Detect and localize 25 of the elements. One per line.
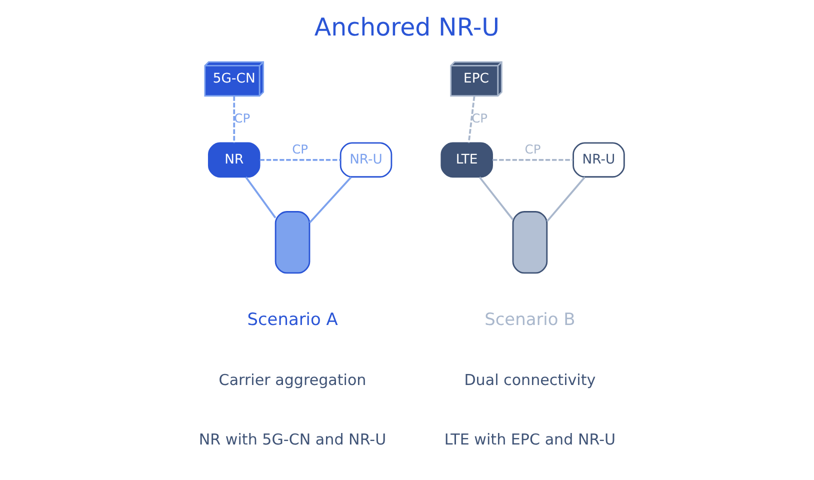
connector xyxy=(492,158,574,161)
connector xyxy=(546,176,586,222)
label: Scenario B xyxy=(484,309,576,330)
node-box: NR-U xyxy=(340,142,392,178)
label: Scenario A xyxy=(247,309,338,330)
connector xyxy=(260,158,340,161)
node-box xyxy=(512,211,548,274)
connector xyxy=(478,176,514,220)
edge-label: CP xyxy=(292,142,308,157)
connector xyxy=(468,96,476,143)
diagram-title: Anchored NR-U xyxy=(314,12,500,42)
node-box: LTE xyxy=(440,142,493,178)
label: NR with 5G-CN and NR-U xyxy=(198,430,386,448)
label: Carrier aggregation xyxy=(218,370,366,389)
label: Dual connectivity xyxy=(464,370,596,389)
edge-label: CP xyxy=(524,142,541,157)
node-box: NR-U xyxy=(572,142,625,178)
edge-label: CP xyxy=(472,112,488,126)
node-box: NR xyxy=(208,142,260,178)
connector xyxy=(233,96,236,143)
label: LTE with EPC and NR-U xyxy=(444,430,616,448)
connector xyxy=(309,176,352,224)
node-box xyxy=(274,211,310,274)
connector xyxy=(245,176,276,218)
edge-label: CP xyxy=(234,112,250,126)
